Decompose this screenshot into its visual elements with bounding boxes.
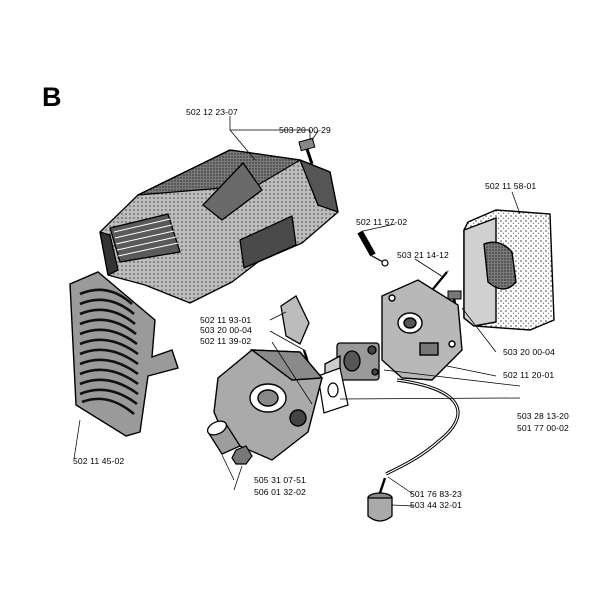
part-number-intake-boot: 502 11 93-01 xyxy=(200,315,252,325)
part-number-carburetor: 503 28 13-20 xyxy=(517,411,569,421)
part-number-grille-cover: 502 11 45-02 xyxy=(73,456,125,466)
leader-lines xyxy=(73,116,521,507)
carb-gasket-part xyxy=(317,367,349,414)
air-filter-part xyxy=(463,209,555,331)
fuel-filter-part xyxy=(367,477,393,522)
part-number-choke-rod: 502 11 57-02 xyxy=(356,217,408,227)
section-label: B xyxy=(42,82,62,112)
part-number-bushing: 505 31 07-51 xyxy=(254,475,306,485)
part-number-filter-holder: 502 11 20-01 xyxy=(503,370,555,380)
intake-boot-part xyxy=(280,295,310,345)
part-number-fuel-filter: 503 44 32-01 xyxy=(410,500,462,510)
grille-cover-part xyxy=(69,271,179,437)
part-number-nut: 506 01 32-02 xyxy=(254,487,306,497)
choke-rod-part xyxy=(357,230,389,267)
part-number-long-screw: 503 21 14-12 xyxy=(397,250,449,260)
part-number-top-cover: 502 12 23-07 xyxy=(186,107,238,117)
part-number-screw-a: 503 20 00-04 xyxy=(200,325,252,335)
bushing-part xyxy=(206,420,241,455)
part-number-cover-screw: 503 20 00-29 xyxy=(279,125,331,135)
part-number-fuel-hose: 501 76 83-23 xyxy=(410,489,462,499)
part-number-intake-gasket: 502 11 39-02 xyxy=(200,336,252,346)
fuel-hose-part xyxy=(385,378,460,476)
filter-holder-part xyxy=(381,279,463,381)
part-number-carb-gasket: 501 77 00-02 xyxy=(517,423,569,433)
cover-screw-part xyxy=(298,137,316,165)
top-cover-part xyxy=(99,149,339,304)
nut-part xyxy=(231,445,253,465)
part-number-short-screw: 503 20 00-04 xyxy=(503,347,555,357)
part-number-air-filter: 502 11 58-01 xyxy=(485,181,537,191)
